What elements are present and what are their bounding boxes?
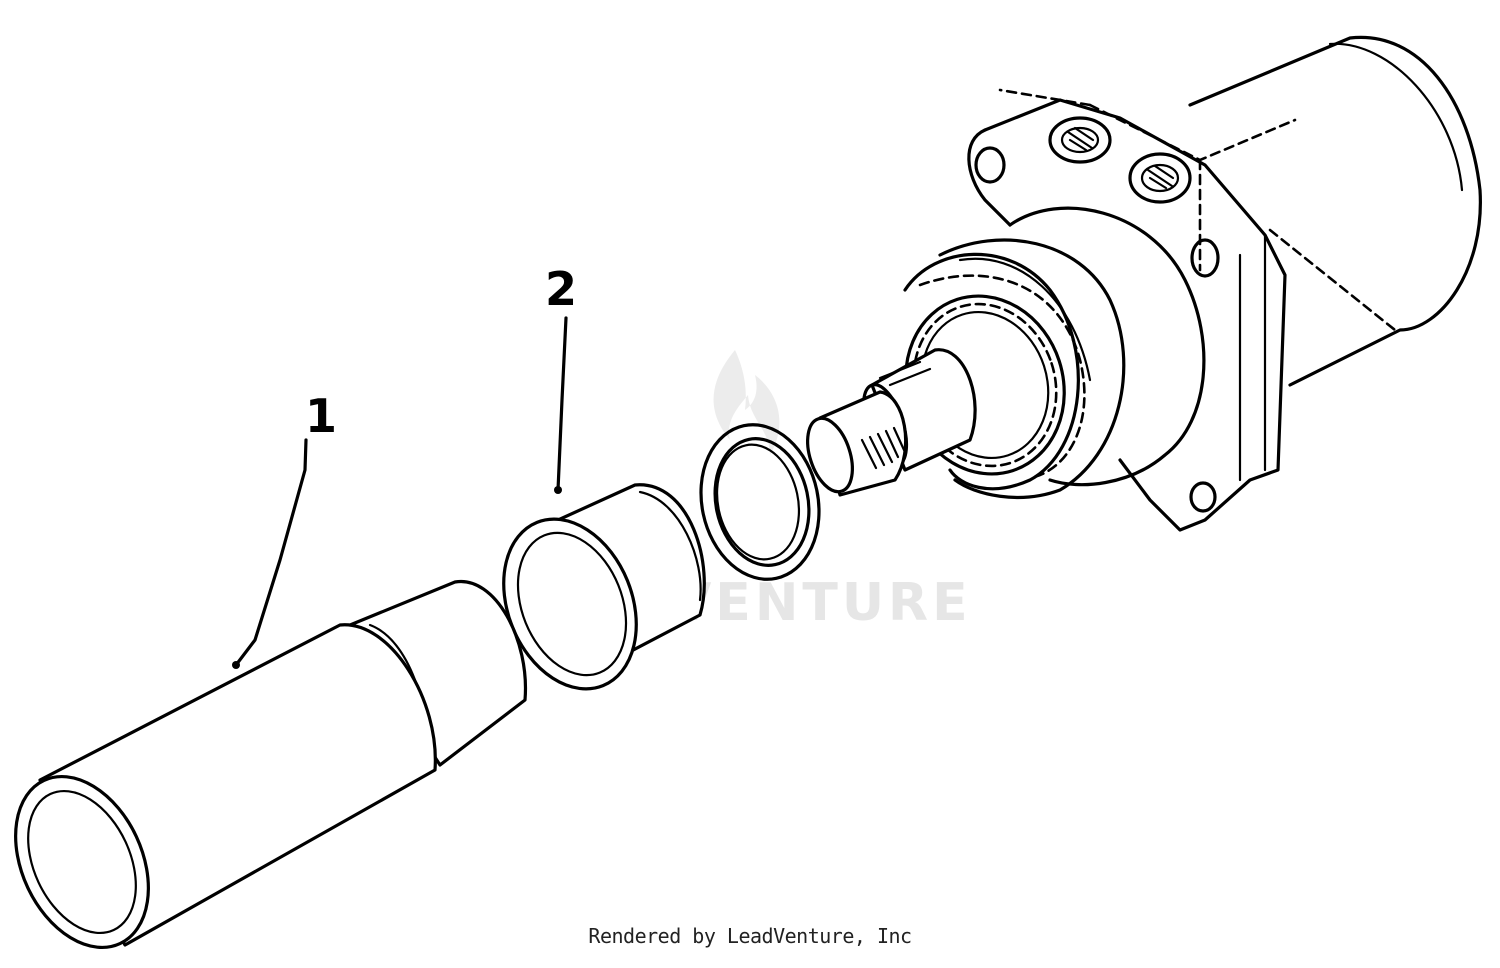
bushing bbox=[502, 483, 706, 691]
footer-credit: Rendered by LeadVenture, Inc bbox=[588, 924, 912, 948]
sleeve bbox=[14, 579, 528, 950]
callout-1: 1 bbox=[232, 389, 337, 669]
callout-1-label: 1 bbox=[305, 389, 337, 443]
callout-2: 2 bbox=[545, 262, 577, 494]
hydraulic-motor bbox=[806, 35, 1482, 532]
callout-2-label: 2 bbox=[545, 262, 577, 316]
washer bbox=[699, 423, 821, 581]
